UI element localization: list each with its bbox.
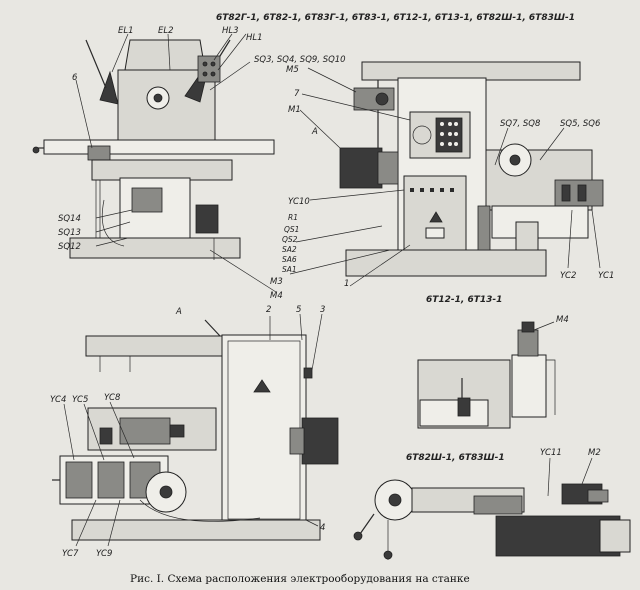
label-yc11: YC11 — [540, 448, 562, 458]
label-yc8: YC8 — [104, 393, 121, 403]
label-el2: EL2 — [158, 26, 174, 36]
label-5: 5 — [296, 305, 301, 315]
rear-view — [52, 319, 339, 541]
label-m3: M3 — [270, 277, 283, 287]
label-yc7: YC7 — [62, 549, 79, 559]
label-qs2: QS2 — [282, 235, 298, 244]
label-yc4: YC4 — [50, 395, 66, 405]
label-yc10: YC10 — [288, 197, 310, 207]
label-1: 1 — [344, 279, 349, 289]
label-m2: M2 — [588, 448, 601, 458]
front-view — [32, 39, 275, 260]
label-yc5: YC5 — [72, 395, 88, 405]
label-m1: M1 — [288, 105, 301, 115]
label-section-a-top: A — [311, 127, 318, 137]
label-sa1: SA1 — [282, 265, 297, 274]
label-yc1: YC1 — [598, 271, 614, 281]
label-m4-top: M4 — [270, 291, 283, 301]
label-sq5-sq6: SQ5, SQ6 — [560, 119, 601, 129]
detail-6t82sh — [353, 479, 631, 560]
label-6: 6 — [72, 73, 78, 83]
label-r1: R1 — [288, 213, 298, 222]
label-sq12: SQ12 — [58, 242, 81, 252]
label-m5: M5 — [286, 65, 299, 75]
label-section-a-bottom: A — [175, 307, 182, 317]
figure-caption: Рис. I. Схема расположения электрооборуд… — [130, 573, 470, 585]
header-models-all: 6Т82Г-1, 6Т82-1, 6Т83Г-1, 6Т83-1, 6Т12-1… — [216, 13, 575, 23]
label-qs1: QS1 — [284, 225, 299, 234]
label-3: 3 — [320, 305, 325, 315]
label-2: 2 — [266, 305, 271, 315]
header-models-6t82sh: 6Т82Ш-1, 6Т83Ш-1 — [406, 453, 505, 463]
label-hl3: HL3 — [222, 26, 239, 36]
label-sq-group: SQ3, SQ4, SQ9, SQ10 — [254, 55, 346, 65]
label-4: 4 — [320, 523, 325, 533]
side-view — [339, 61, 604, 277]
label-7: 7 — [294, 89, 300, 99]
label-hl1: HL1 — [246, 33, 263, 43]
label-sq13: SQ13 — [58, 228, 81, 238]
label-yc9: YC9 — [96, 549, 112, 559]
header-models-6t12: 6Т12-1, 6Т13-1 — [426, 295, 502, 305]
label-el1: EL1 — [118, 26, 134, 36]
label-m4-mid: M4 — [556, 315, 569, 325]
label-sq14: SQ14 — [58, 214, 81, 224]
label-sa6: SA6 — [282, 255, 297, 264]
label-sa2: SA2 — [282, 245, 297, 254]
label-sq7-sq8: SQ7, SQ8 — [500, 119, 541, 129]
label-yc2: YC2 — [560, 271, 576, 281]
detail-6t12 — [417, 321, 556, 429]
leader-lines — [63, 33, 601, 547]
